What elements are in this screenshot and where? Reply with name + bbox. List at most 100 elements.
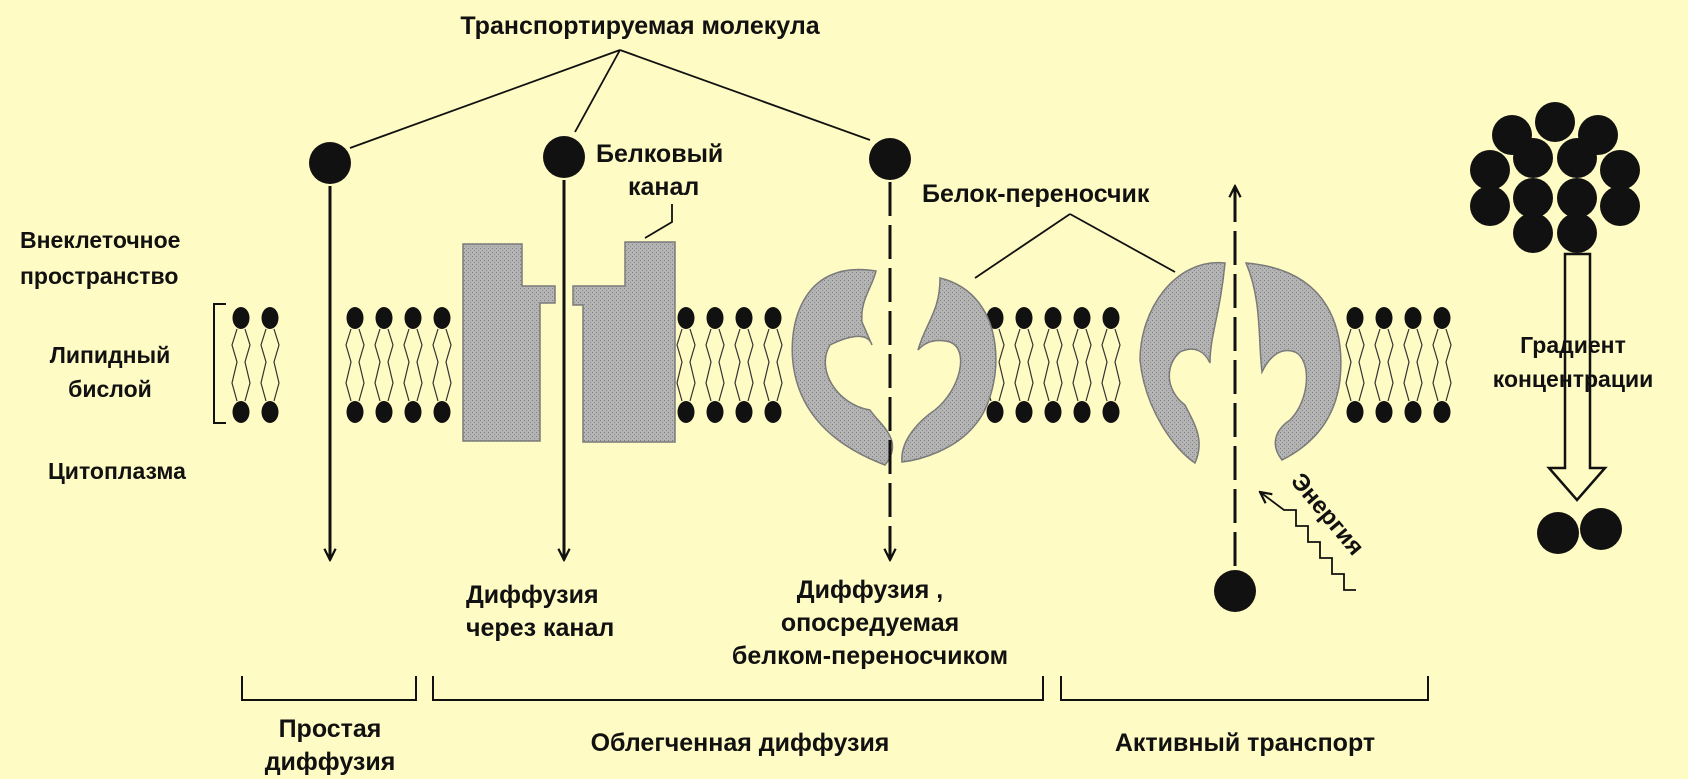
lipid-tail [1416, 328, 1423, 402]
protein-channel-label: Белковый канал [596, 138, 723, 204]
lipid-head [261, 307, 279, 329]
simple-diffusion-category-line-2: диффузия [264, 748, 396, 776]
extracellular-label-line-1: Внеклеточное [20, 227, 181, 253]
lipid-head [986, 401, 1004, 423]
carrier-diffusion-label: Диффузия , опосредуемая белком-переносчи… [680, 574, 1060, 673]
lipid-head [1404, 401, 1422, 423]
lipid-tail [445, 328, 452, 402]
concentration-gradient-label-line-2: концентрации [1492, 366, 1654, 392]
lipid-head [232, 401, 250, 423]
lipid-bilayer-label: Липидный бислой [30, 338, 190, 406]
lipid-tail [1432, 328, 1439, 402]
lipid-tail [273, 328, 280, 402]
energy-zigzag [1260, 492, 1356, 591]
simple-diffusion-category-line-1: Простая [278, 715, 382, 743]
lipid-head [1102, 401, 1120, 423]
lipid-bilayer [231, 307, 1452, 423]
lipid-head [1073, 401, 1091, 423]
lipid-head [1346, 307, 1364, 329]
lipid-head [735, 307, 753, 329]
lipid-head [1433, 401, 1451, 423]
lipid-tail [374, 328, 381, 402]
lipid-head [706, 401, 724, 423]
lipid-head [764, 401, 782, 423]
lipid-tail [1014, 328, 1021, 402]
molecule-channel [543, 136, 585, 178]
bracket-facilitated [432, 676, 1044, 701]
lipid-head [1015, 401, 1033, 423]
molecule-simple [309, 142, 351, 184]
lipid-tail [260, 328, 267, 402]
lipid-tail [345, 328, 352, 402]
lipid-tail [432, 328, 439, 402]
lipid-bilayer-label-line-1: Липидный [49, 342, 171, 368]
lipid-head [1375, 307, 1393, 329]
active-transport-category: Активный транспорт [1114, 729, 1376, 757]
low-concentration-pair [1537, 508, 1622, 554]
lipid-head [1404, 307, 1422, 329]
lipid-head [433, 401, 451, 423]
lipid-tail [358, 328, 365, 402]
channel-diffusion-label-line-2: через канал [466, 614, 615, 642]
concentration-cluster [1470, 102, 1640, 253]
lipid-tail [1101, 328, 1108, 402]
protein-channel [462, 241, 676, 443]
transported-molecule-label: Транспортируемая молекула [460, 12, 820, 40]
lipid-head [404, 307, 422, 329]
lipid-head [1073, 307, 1091, 329]
lipid-head [375, 401, 393, 423]
lipid-head [346, 401, 364, 423]
lipid-tail [1043, 328, 1050, 402]
lipid-tail [1374, 328, 1381, 402]
lipid-tail [1027, 328, 1034, 402]
carrier-protein-1 [791, 268, 997, 466]
concentration-gradient-label: Градиент концентрации [1460, 328, 1686, 396]
lipid-tail [1114, 328, 1121, 402]
transported-molecules [309, 136, 1256, 612]
lipid-head [1433, 307, 1451, 329]
extracellular-label: Внеклеточное пространство [20, 222, 180, 294]
protein-channel-label-line-1: Белковый [596, 140, 724, 168]
carrier-protein-label: Белок-переносчик [922, 180, 1150, 208]
channel-label-line [644, 204, 673, 239]
lipid-tail [747, 328, 754, 402]
lipid-head [1044, 401, 1062, 423]
carrier-diffusion-label-line-2: опосредуемая [780, 609, 960, 637]
lipid-head [1375, 401, 1393, 423]
lipid-tail [1085, 328, 1092, 402]
gradient-arrow [1546, 252, 1608, 502]
bracket-simple [241, 676, 417, 701]
lipid-tail [387, 328, 394, 402]
lipid-tail [776, 328, 783, 402]
lipid-tail [763, 328, 770, 402]
lipid-tail [1056, 328, 1063, 402]
lipid-head [404, 401, 422, 423]
extracellular-label-line-2: пространство [20, 263, 179, 289]
channel-diffusion-label-line-1: Диффузия [466, 581, 599, 609]
lipid-head [261, 401, 279, 423]
lipid-head [1346, 401, 1364, 423]
lipid-tail [416, 328, 423, 402]
concentration-gradient-label-line-1: Градиент [1520, 332, 1626, 358]
lipid-tail [718, 328, 725, 402]
lipid-tail [403, 328, 410, 402]
simple-diffusion-category: Простая диффузия [230, 713, 430, 779]
lipid-head [346, 307, 364, 329]
lipid-tail [1358, 328, 1365, 402]
molecule-active [1214, 570, 1256, 612]
lipid-tail [1387, 328, 1394, 402]
carrier-label-lines [974, 213, 1176, 279]
lipid-tail [1403, 328, 1410, 402]
lipid-head [1044, 307, 1062, 329]
facilitated-diffusion-category: Облегченная диффузия [590, 729, 890, 757]
lipid-tail [1445, 328, 1452, 402]
bracket-active [1060, 676, 1429, 701]
lipid-tail [689, 328, 696, 402]
lipid-bilayer-label-line-2: бислой [68, 376, 152, 402]
lipid-head [677, 307, 695, 329]
protein-channel-label-line-2: канал [628, 173, 700, 201]
channel-diffusion-label: Диффузия через канал [466, 579, 614, 645]
lipid-head [433, 307, 451, 329]
